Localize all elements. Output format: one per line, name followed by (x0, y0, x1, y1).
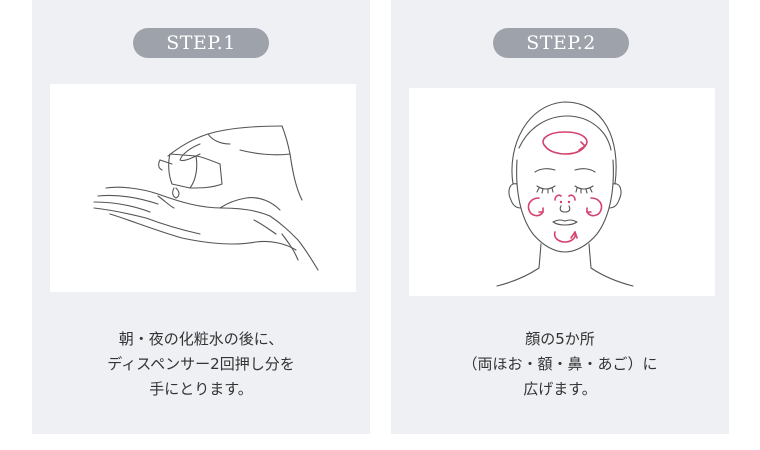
step-1-caption-line: ディスペンサー2回押し分を (107, 355, 295, 373)
step-2-caption-line: 広げます。 (523, 380, 597, 398)
step-2-badge: STEP.2 (493, 28, 629, 58)
step-1-illustration (50, 84, 356, 292)
step-1-card: STEP.1 (32, 0, 370, 434)
step-1-caption: 朝・夜の化粧水の後に、 ディスペンサー2回押し分を 手にとります。 (32, 327, 370, 402)
step-1-badge: STEP.1 (133, 28, 269, 58)
step-2-caption-line: （両ほお・額・鼻・あご）に (462, 355, 658, 373)
step-1-caption-line: 手にとります。 (149, 380, 253, 398)
hand-dispenser-icon (93, 125, 319, 271)
face-application-icon (496, 101, 634, 287)
step-2-caption-line: 顔の5か所 (525, 330, 595, 348)
step-2-illustration (409, 88, 715, 296)
step-1-caption-line: 朝・夜の化粧水の後に、 (118, 330, 284, 348)
step-2-caption: 顔の5か所 （両ほお・額・鼻・あご）に 広げます。 (391, 327, 729, 402)
step-2-card: STEP.2 (391, 0, 729, 434)
